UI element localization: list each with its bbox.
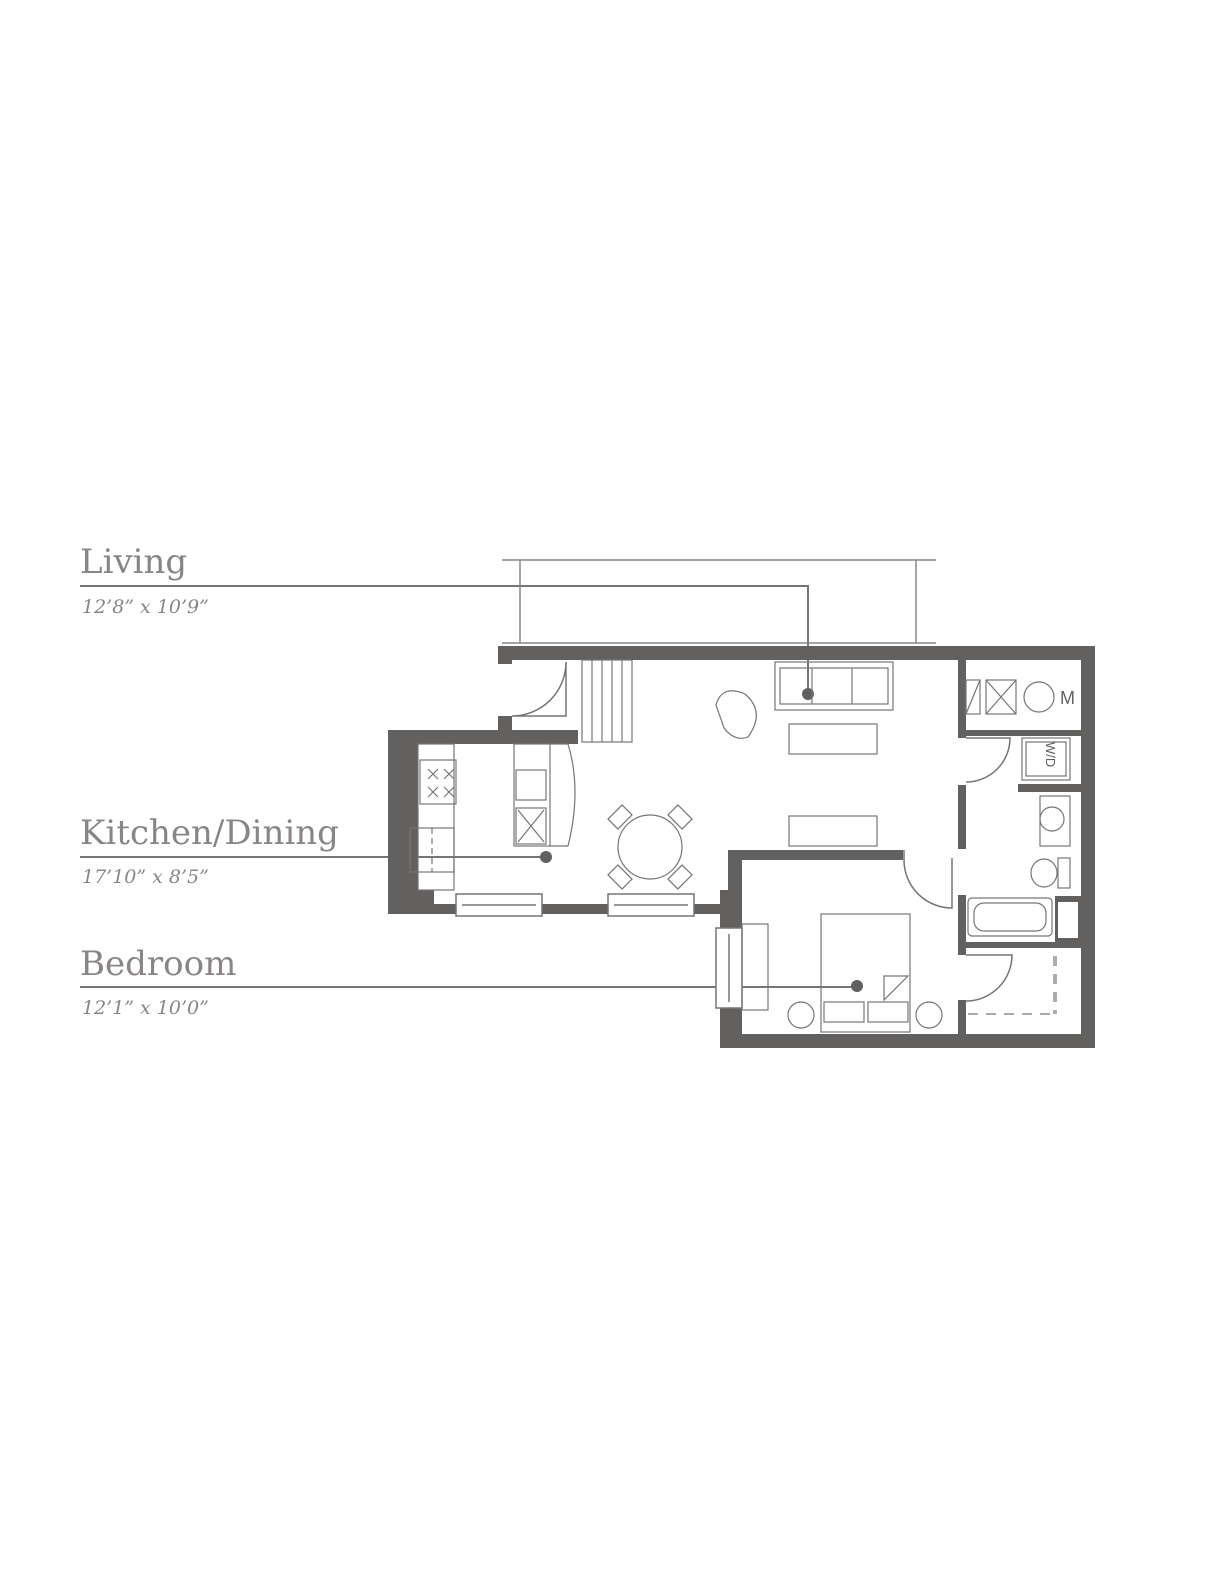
armchair xyxy=(715,690,757,739)
dining-table xyxy=(617,814,683,880)
washer-dryer-label: W/D xyxy=(1043,742,1058,767)
nightstand-left xyxy=(787,1001,815,1029)
water-heater xyxy=(1023,681,1055,713)
range xyxy=(419,759,457,805)
living-fixtures xyxy=(715,661,894,847)
mechanical-label: M xyxy=(1060,688,1075,708)
living-leader-dot xyxy=(802,688,814,700)
kitchen-dining-label: Kitchen/Dining xyxy=(80,813,339,853)
toilet xyxy=(1030,858,1058,888)
bedroom-leader-dot xyxy=(851,980,863,992)
entry-door xyxy=(511,661,567,717)
coffee-table xyxy=(788,723,878,755)
bathtub xyxy=(967,897,1053,937)
living-label: Living xyxy=(80,542,188,582)
dresser xyxy=(741,923,769,1011)
nightstand-right xyxy=(915,1001,943,1029)
sofa xyxy=(774,661,894,711)
bedroom-door xyxy=(903,850,953,909)
tv-console xyxy=(788,815,878,847)
washer-dryer xyxy=(1021,737,1071,781)
bath-door xyxy=(965,737,1011,783)
dishwasher xyxy=(515,807,547,845)
bath-fixtures xyxy=(965,679,1071,1015)
balcony xyxy=(502,559,936,644)
peninsula xyxy=(550,743,576,847)
sink xyxy=(515,769,547,801)
vanity xyxy=(1039,795,1071,847)
bedroom-fixtures xyxy=(741,913,943,1033)
kitchen-fixtures xyxy=(409,743,576,891)
bed xyxy=(820,913,911,1033)
living-leader xyxy=(80,585,809,694)
kitchen-dining-dimensions: 17’10” x 8’5” xyxy=(82,866,209,888)
living-dimensions: 12’8” x 10’9” xyxy=(82,596,209,618)
dining-set xyxy=(607,804,693,890)
closet-door xyxy=(965,954,1013,1002)
bedroom-dimensions: 12’1” x 10’0” xyxy=(82,997,209,1019)
windows xyxy=(455,893,743,1009)
doors xyxy=(511,661,1013,1002)
bedroom-label: Bedroom xyxy=(80,944,237,984)
stairs xyxy=(581,659,633,743)
kitchen-leader-dot xyxy=(540,851,552,863)
closet-rod xyxy=(968,956,1057,1015)
walls xyxy=(388,646,1095,1048)
